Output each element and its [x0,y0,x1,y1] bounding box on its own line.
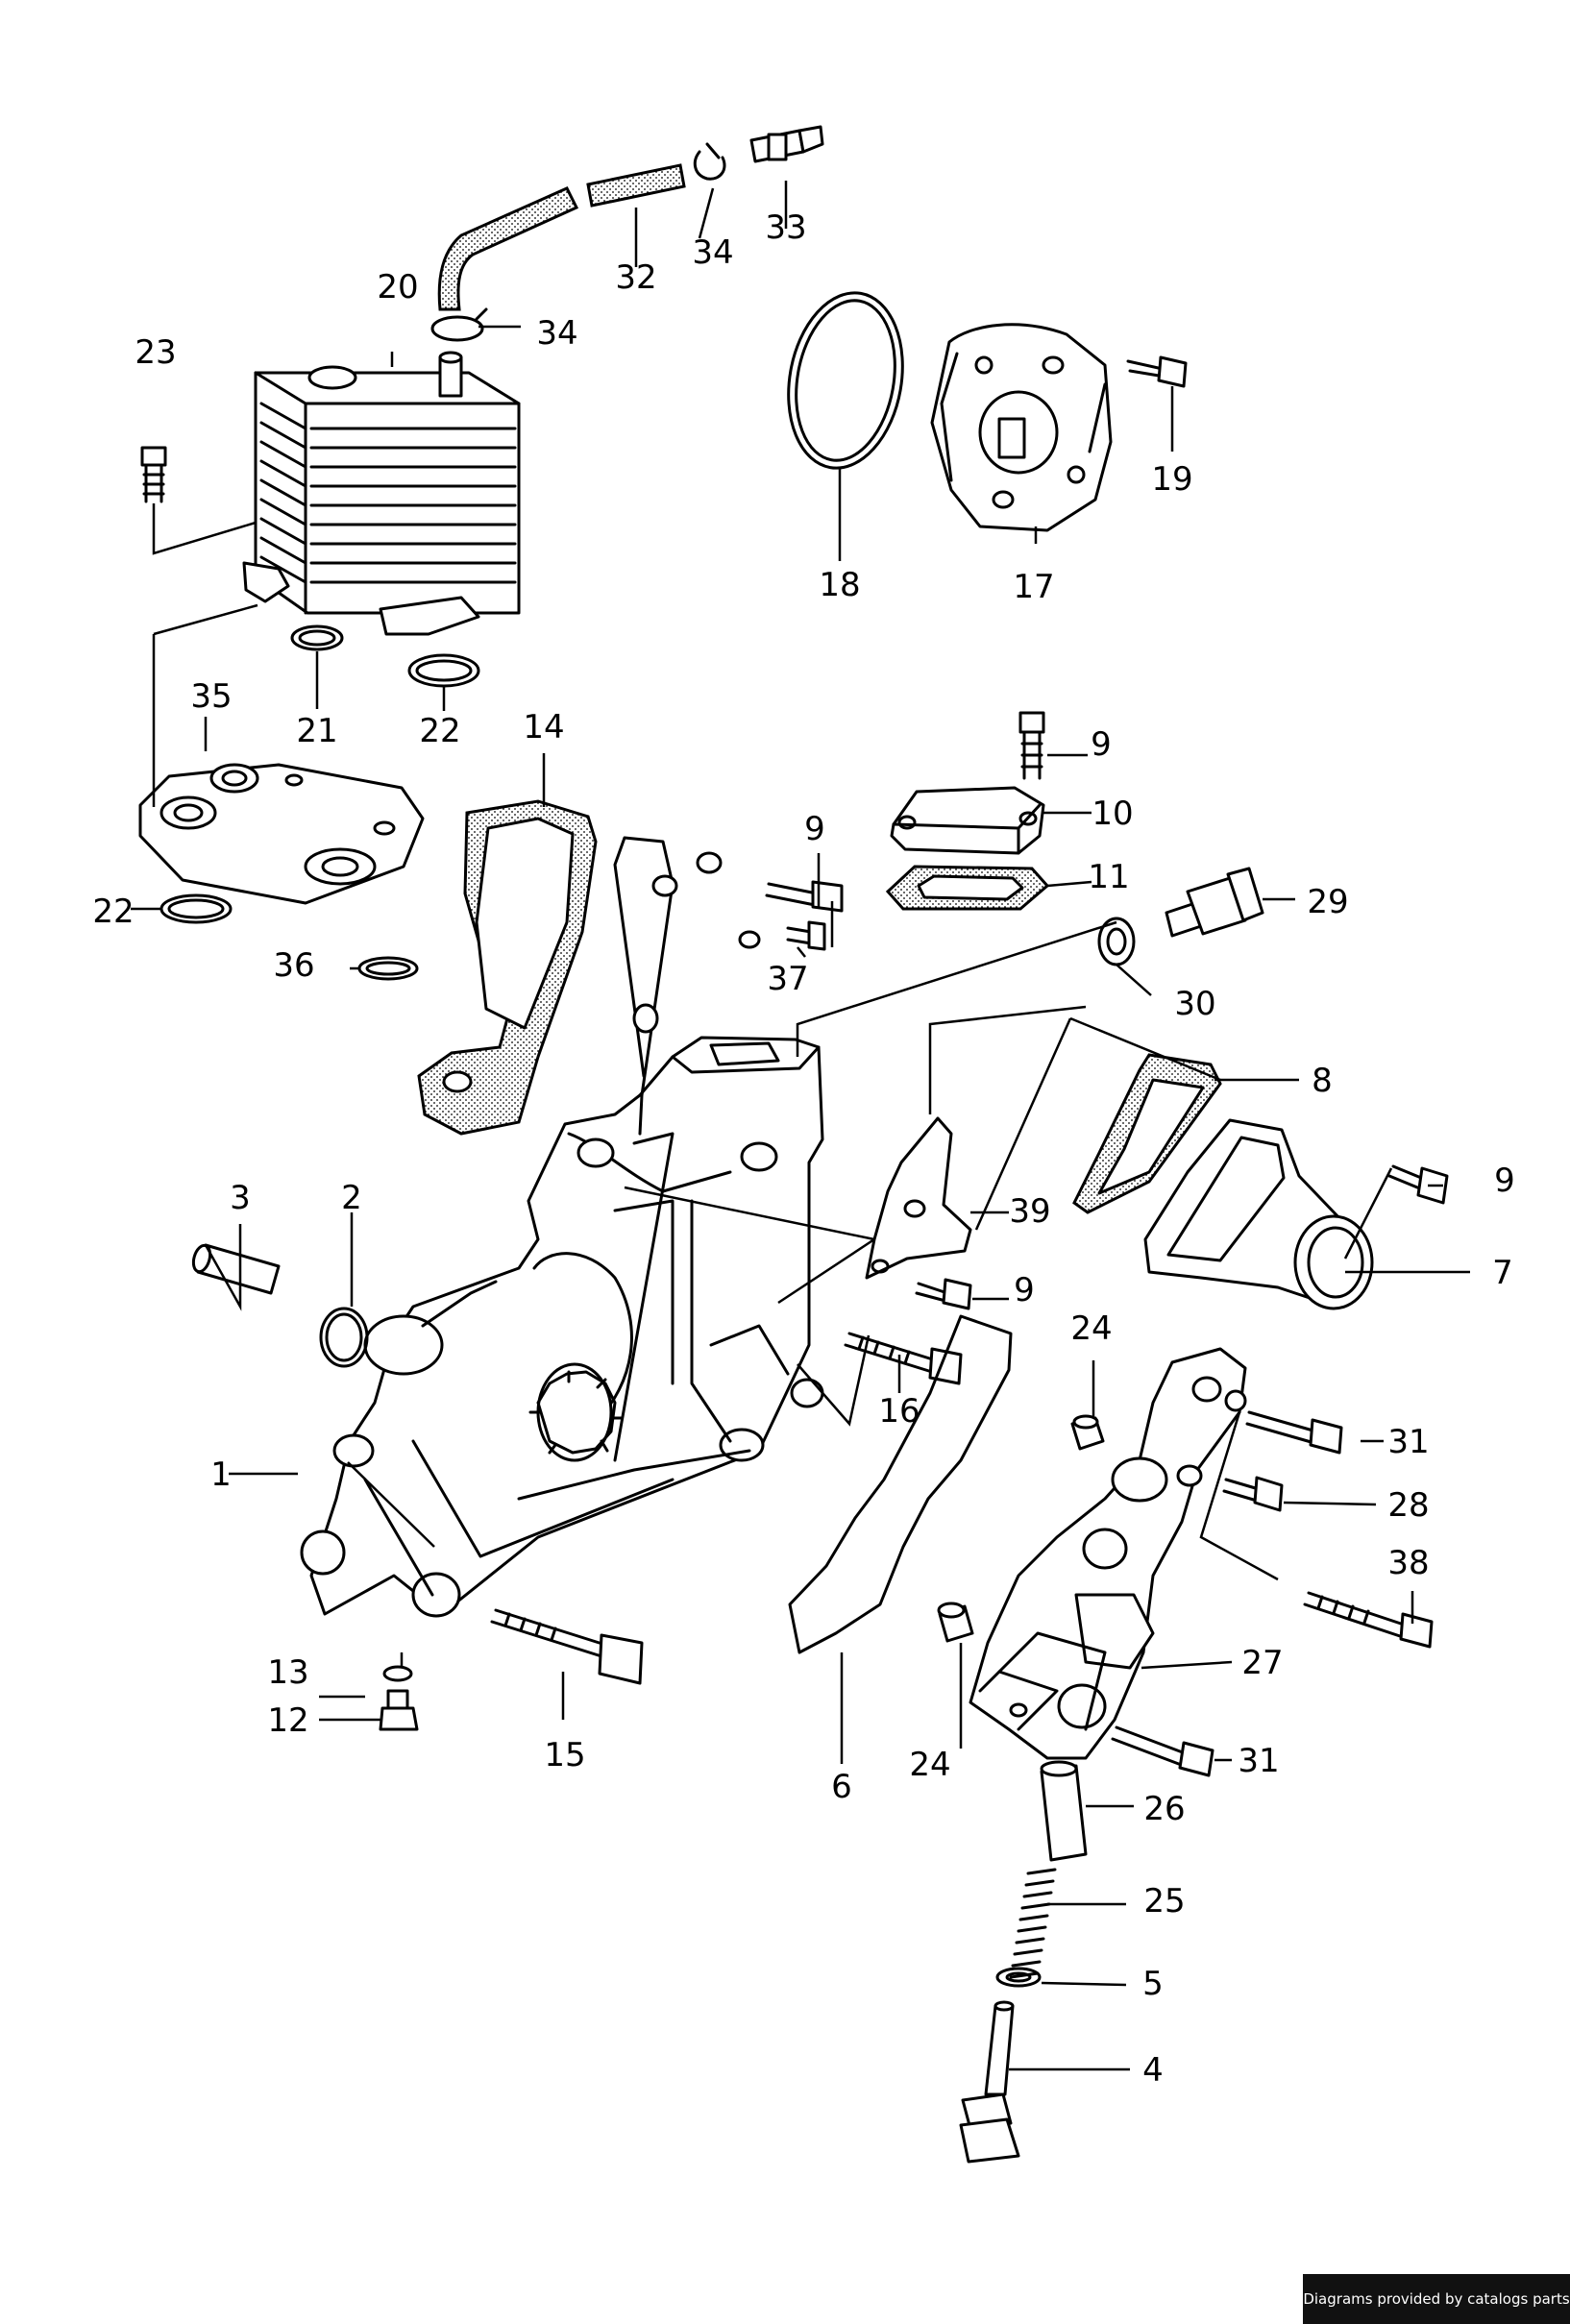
bolt-15 [490,1608,644,1685]
temp-sensor-29 [1165,867,1264,938]
callout-10: 10 [1092,795,1133,833]
callout-1: 1 [210,1456,232,1494]
bolt-9-housing [765,880,844,913]
callout-3: 3 [230,1179,251,1217]
bolt-23 [140,446,167,503]
callout-32: 32 [615,258,656,297]
callout-25: 25 [1143,1882,1185,1920]
callout-27: 27 [1241,1644,1283,1682]
hose-clip-lower [430,307,488,342]
callout-13: 13 [267,1653,308,1692]
callout-37: 37 [767,960,808,998]
callout-18: 18 [819,566,860,604]
callout-2: 2 [341,1179,362,1217]
pump-housing-27 [969,1347,1247,1760]
callout-20: 20 [377,268,418,306]
spring-25 [1009,1868,1057,1979]
callout-12: 12 [267,1701,308,1740]
callout-22-upper: 22 [419,712,460,750]
callout-17: 17 [1013,568,1054,606]
o-ring-2 [319,1307,369,1368]
gasket-11 [885,865,1050,911]
callout-24-lower: 24 [909,1746,950,1784]
callout-8: 8 [1312,1062,1333,1100]
sleeve-24-upper [1070,1414,1105,1451]
seal-ring-22-lower [159,893,233,924]
stud-37 [786,920,826,951]
gasket-8 [1072,1053,1222,1214]
callout-36: 36 [273,946,314,985]
callout-34-lower: 34 [536,314,577,353]
bolt-19 [1126,355,1188,388]
gasket-6 [788,1314,1013,1654]
bolt-28 [1222,1476,1284,1512]
callout-9-housing: 9 [804,810,825,848]
callout-34-upper: 34 [692,233,733,272]
o-ring-18 [787,291,904,470]
callout-6: 6 [831,1768,852,1806]
callout-labels: 1 2 3 4 5 6 7 8 9 9 9 9 10 11 12 13 14 1… [92,208,1514,2090]
washer-5 [995,1967,1042,1988]
callout-28: 28 [1387,1486,1429,1525]
callout-9-top: 9 [1091,725,1112,764]
callout-5: 5 [1142,1965,1164,2003]
washer-13 [382,1665,413,1682]
upper-bracket-gasket [613,836,761,1136]
callout-15: 15 [544,1736,585,1774]
callout-26: 26 [1143,1790,1185,1828]
callout-29: 29 [1307,883,1348,921]
gasket-14 [417,799,598,1136]
callout-4: 4 [1142,2051,1164,2090]
callout-23: 23 [135,333,176,372]
callout-7: 7 [1492,1254,1513,1292]
callout-38: 38 [1387,1544,1429,1582]
callout-35: 35 [190,677,232,716]
screw-plug-4 [959,2000,1020,2164]
callout-30: 30 [1174,985,1215,1023]
main-housing-1 [300,1036,824,1618]
piston-26 [1040,1760,1088,1862]
cover-10 [890,786,1045,855]
callout-14: 14 [523,708,564,746]
callout-39: 39 [1009,1192,1050,1231]
callout-9-thermostat: 9 [1494,1162,1515,1200]
callout-11: 11 [1088,858,1129,896]
callout-24-upper: 24 [1070,1309,1112,1348]
seal-ring-21 [290,624,344,651]
cooler-adapter-plate [138,763,425,905]
bolt-9-bracket [915,1278,972,1310]
breather-hose [437,163,686,311]
hose-clip-upper [693,142,726,181]
credit-badge: Diagrams provided by catalogs parts [1303,2274,1570,2324]
callout-19: 19 [1151,460,1192,499]
callout-33: 33 [765,208,806,247]
oil-cooler [242,351,521,636]
callout-31-upper: 31 [1387,1423,1429,1461]
hose-connector [749,125,824,163]
drain-plug-12 [379,1689,419,1731]
callout-22-lower: 22 [92,893,134,931]
sleeve-24-lower [937,1602,974,1643]
bolt-31-upper [1245,1410,1343,1455]
callout-16: 16 [878,1392,920,1431]
bolt-38 [1303,1591,1434,1649]
seal-ring-36 [357,956,419,981]
leader-lines [131,181,1470,2071]
callout-9-bracket: 9 [1014,1271,1035,1309]
dowel-pin-3 [191,1243,281,1295]
seal-ring-22-upper [407,653,480,688]
thermostat-housing-7 [1143,1118,1374,1310]
bolt-9-top [1018,711,1045,780]
callout-21: 21 [296,712,337,750]
pump-cover-17 [930,323,1113,532]
bolt-31-lower [1111,1725,1214,1777]
callout-31-lower: 31 [1238,1742,1279,1780]
bracket-39 [865,1116,972,1280]
